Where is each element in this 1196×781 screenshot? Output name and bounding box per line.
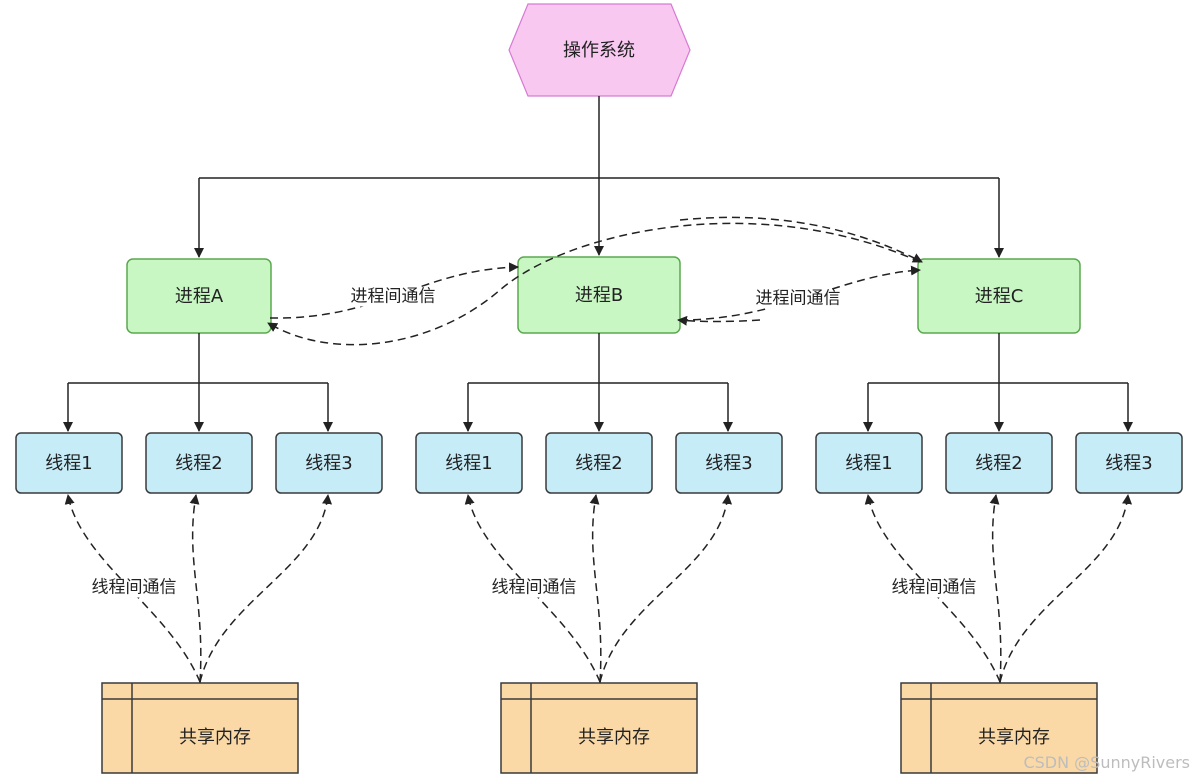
- thread-b3-memory-link: [593, 494, 733, 692]
- thread-comm-label-c: 线程间通信: [889, 577, 979, 598]
- thread-comm-label-b: 线程间通信: [489, 577, 579, 598]
- thread-c3-memory-link: [993, 494, 1133, 692]
- thread-c3-node: [1075, 432, 1183, 494]
- thread-b3-label: 线程3: [705, 453, 753, 474]
- thread-b2-label: 线程2: [575, 453, 623, 474]
- thread-c2-memory-link: [989, 494, 1005, 692]
- process-c-label: 进程C: [974, 286, 1024, 307]
- ipc-a-to-c: [679, 216, 923, 263]
- thread-a3-memory-link: [193, 494, 333, 692]
- ipc-label-right: 进程间通信: [753, 288, 843, 309]
- thread-c3-label: 线程3: [1105, 453, 1153, 474]
- os-node: [508, 3, 691, 97]
- thread-b2-node: [545, 432, 653, 494]
- thread-a2-node: [145, 432, 253, 494]
- os-edges: [194, 96, 1004, 258]
- thread-c2-label: 线程2: [975, 453, 1023, 474]
- thread-comm-label-a: 线程间通信: [89, 577, 179, 598]
- os-label: 操作系统: [563, 40, 635, 61]
- thread-b2-memory-link: [589, 494, 605, 692]
- thread-c1-node: [815, 432, 923, 494]
- thread-b3-node: [675, 432, 783, 494]
- ipc-c-to-a: [267, 222, 921, 346]
- shared-memory-c-node: [900, 682, 1098, 774]
- shared-memory-c-label: 共享内存: [978, 727, 1050, 748]
- thread-a3-node: [275, 432, 383, 494]
- thread-a3-label: 线程3: [305, 453, 353, 474]
- thread-c1-label: 线程1: [845, 453, 893, 474]
- thread-a1-node: [15, 432, 123, 494]
- thread-b1-node: [415, 432, 523, 494]
- shared-memory-b-label: 共享内存: [578, 727, 650, 748]
- ipc-label-left: 进程间通信: [348, 286, 438, 307]
- process-a-label: 进程A: [174, 286, 224, 307]
- shared-memory-a-label: 共享内存: [179, 727, 251, 748]
- thread-a2-memory-link: [189, 494, 205, 692]
- process-b-label: 进程B: [574, 285, 624, 306]
- shared-memory-a-node: [101, 682, 299, 774]
- ipc-c-to-b: [677, 315, 761, 326]
- thread-c2-node: [945, 432, 1053, 494]
- thread-b1-label: 线程1: [445, 453, 493, 474]
- thread-a1-label: 线程1: [45, 453, 93, 474]
- thread-a2-label: 线程2: [175, 453, 223, 474]
- watermark: CSDN @SunnyRivers: [1023, 753, 1190, 772]
- shared-memory-b-node: [500, 682, 698, 774]
